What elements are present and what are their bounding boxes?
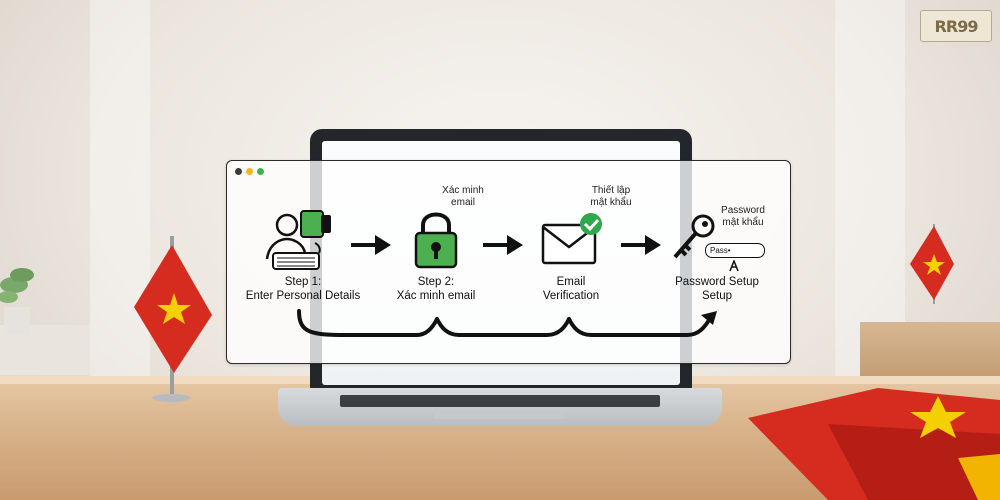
step3-caption: Thiết lập mật khẩu — [571, 185, 651, 209]
arrow-right-icon — [351, 235, 391, 255]
step4-label: Password Setup Setup — [659, 275, 775, 303]
step4-caption-line2: mật khẩu — [722, 217, 764, 228]
step4-label-line1: Password Setup — [675, 276, 759, 288]
connector-curves — [297, 309, 717, 337]
envelope-check-icon — [541, 213, 602, 265]
window-dot-dark — [235, 168, 242, 175]
cursor-icon — [729, 260, 739, 272]
step4-label-line2: Setup — [701, 290, 733, 302]
step4-caption: Password mật khẩu — [705, 205, 781, 229]
logo: RR99 — [920, 10, 992, 42]
laptop-base — [278, 388, 722, 426]
step1-label-line1: Step 1: — [284, 276, 322, 288]
step3-label-line1: Email — [556, 276, 586, 288]
step3-caption-line2: mật khẩu — [590, 197, 632, 208]
wall-panel — [90, 0, 150, 400]
password-field-text: Pass• — [710, 246, 731, 255]
step1-label: Step 1: Enter Personal Details — [233, 275, 373, 303]
plant-icon — [0, 268, 34, 335]
password-field: Pass• — [705, 243, 765, 258]
side-table — [860, 322, 1000, 380]
key-icon — [673, 214, 715, 259]
step4-caption-line1: Password — [721, 205, 765, 216]
vietnam-flag-icon — [134, 245, 212, 373]
window-dot-green — [257, 168, 264, 175]
padlock-icon — [414, 212, 458, 269]
step2-label: Step 2: Xác minh email — [379, 275, 493, 303]
step2-caption-line2: email — [451, 197, 475, 208]
laptop-trackpad — [434, 409, 564, 419]
step3-caption-line1: Thiết lập — [591, 185, 631, 196]
step1-label-line2: Enter Personal Details — [245, 290, 361, 302]
vietnam-flag-icon — [910, 224, 954, 304]
registration-steps-panel: Step 1: Enter Personal Details Xác minh … — [226, 160, 791, 364]
window-dot-yellow — [246, 168, 253, 175]
draped-flag — [748, 388, 1000, 500]
laptop-keyboard — [340, 395, 660, 407]
step2-caption: Xác minh email — [423, 185, 503, 209]
flag-base — [152, 394, 190, 402]
arrow-right-icon — [483, 235, 523, 255]
arrow-right-icon — [621, 235, 661, 255]
step2-label-line2: Xác minh email — [396, 290, 476, 302]
step3-label: Email Verification — [519, 275, 623, 303]
step2-label-line1: Step 2: — [417, 276, 455, 288]
step3-label-line2: Verification — [542, 290, 600, 302]
step2-caption-line1: Xác minh — [442, 185, 484, 196]
user-keyboard-icon — [265, 210, 331, 270]
